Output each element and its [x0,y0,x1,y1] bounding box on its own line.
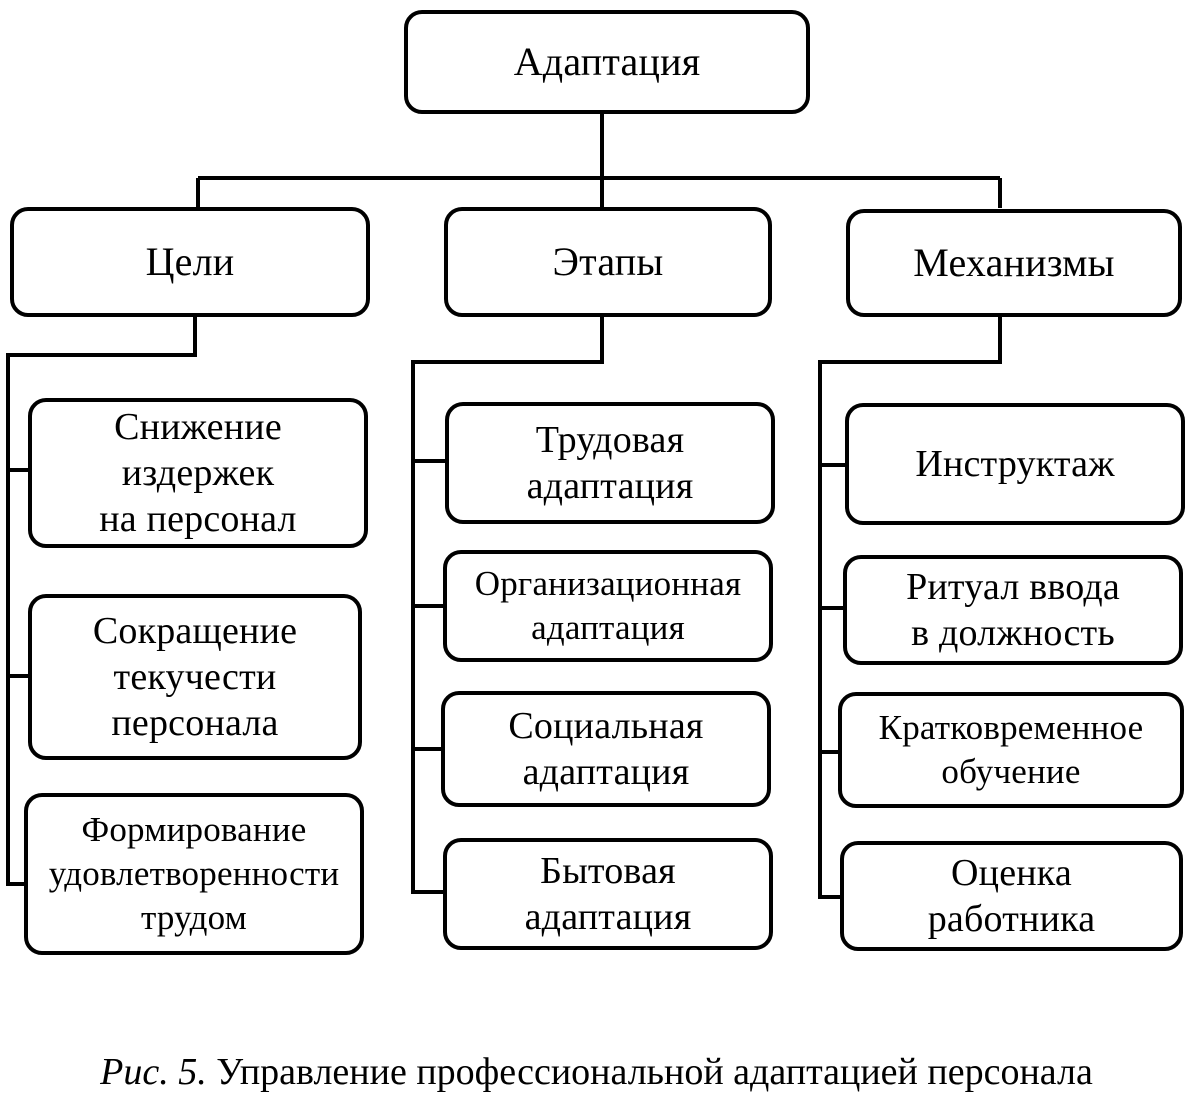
mechanisms-item-2-box: Ритуал ввода в должность [843,555,1183,665]
mechanisms-item-4-line-2: работника [927,898,1096,940]
mechanisms-item-4-line-1: Оценка [951,852,1072,894]
stages-item-4-box: Бытовая адаптация [443,838,773,950]
stages-item-4-line-1: Бытовая [540,850,676,892]
stages-item-2-line-1: Организационная [474,564,742,603]
mechanisms-item-2-line-1: Ритуал ввода [906,566,1120,608]
stages-item-3-line-1: Социальная [508,705,704,747]
stages-item-1-box: Трудовая адаптация [445,402,775,524]
goals-item-3-line-2: удовлетворенности [48,854,340,893]
header-mechanisms-box: Механизмы [846,209,1182,317]
goals-item-3-line-1: Формирование [81,810,307,849]
stages-item-4-line-2: адаптация [524,896,692,938]
mechanisms-item-1-box: Инструктаж [845,403,1185,525]
goals-item-1-box: Снижение издержек на персонал [28,398,368,548]
mechanisms-item-4-box: Оценка работника [840,841,1183,951]
mechanisms-item-2-line-2: в должность [911,612,1115,654]
figure-caption: Рис. 5. Управление профессиональной адап… [0,1050,1193,1094]
stages-item-1-line-1: Трудовая [535,419,685,461]
goals-item-1-line-3: на персонал [99,498,297,540]
root-box: Адаптация [404,10,810,114]
goals-item-3-line-3: трудом [140,898,248,937]
stages-item-2-box: Организационная адаптация [443,550,773,662]
stages-item-3-box: Социальная адаптация [441,691,771,807]
goals-item-2-line-3: персонала [111,702,279,744]
root-label: Адаптация [513,39,701,84]
goals-item-3-box: Формирование удовлетворенности трудом [24,793,364,955]
stages-item-3-line-2: адаптация [522,751,690,793]
connector-goals-spine [6,316,197,886]
goals-item-2-line-1: Сокращение [92,610,298,652]
header-mechanisms-label: Механизмы [913,240,1115,285]
mechanisms-item-3-line-1: Кратковременное [878,708,1144,747]
stages-item-2-line-2: адаптация [531,608,685,647]
mechanisms-item-3-box: Кратковременное обучение [838,692,1184,808]
header-stages-box: Этапы [444,207,772,317]
header-goals-box: Цели [10,207,370,317]
stages-item-1-line-2: адаптация [526,465,694,507]
header-goals-label: Цели [145,239,235,284]
mechanisms-item-1-line-1: Инструктаж [915,443,1115,485]
connector-mechanisms-spine [818,316,1002,899]
mechanisms-item-3-line-2: обучение [941,752,1081,791]
goals-item-1-line-1: Снижение [114,406,282,448]
figure-number: Рис. 5. [100,1051,207,1093]
goals-item-1-line-2: издержек [121,452,275,494]
header-stages-label: Этапы [552,239,664,284]
goals-item-2-line-2: текучести [113,656,277,698]
connector-stages-spine [411,316,604,894]
goals-item-2-box: Сокращение текучести персонала [28,594,362,760]
figure-title: Управление профессиональной адаптацией п… [206,1051,1093,1093]
